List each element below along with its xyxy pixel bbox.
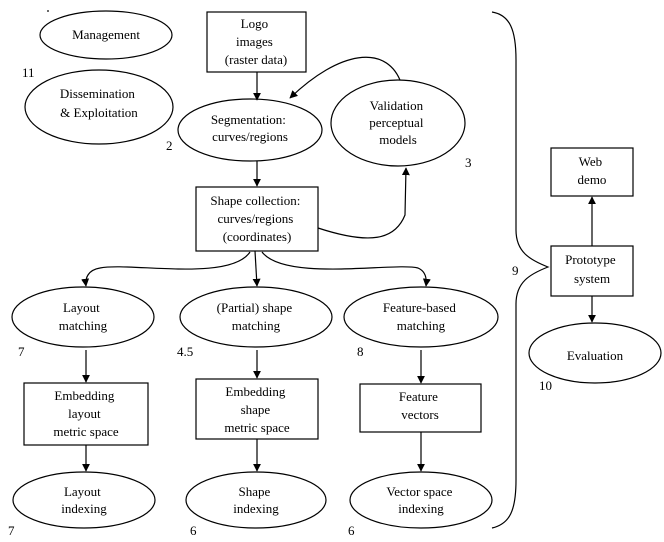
web-demo-box: Web demo [550, 147, 634, 197]
validation-node: Validation perceptual models [330, 79, 466, 167]
wp-number-7-layout: 7 [18, 344, 25, 359]
feature-matching-node: Feature-based matching [343, 286, 499, 348]
wp-number-4-5: 4.5 [177, 344, 193, 359]
feature-vectors-label: Feature vectors [399, 389, 441, 422]
layout-indexing-node: Layout indexing [12, 471, 156, 529]
wp-number-6-shape: 6 [190, 523, 197, 538]
partial-shape-matching-label: (Partial) shape matching [217, 300, 296, 333]
partial-shape-matching-node: (Partial) shape matching [179, 286, 333, 348]
wp-number-11: 11 [22, 65, 35, 80]
vector-space-indexing-node: Vector space indexing [349, 471, 493, 529]
workflow-brace [491, 11, 550, 529]
segmentation-label: Segmentation: curves/regions [211, 112, 289, 144]
shape-collection-label: Shape collection: curves/regions (coordi… [210, 193, 303, 244]
layout-matching-label: Layout matching [59, 300, 108, 333]
edge-shape-collection-to-partial-matching [252, 250, 261, 287]
wp-number-10: 10 [539, 378, 552, 393]
web-demo-label: Web demo [578, 154, 607, 187]
layout-matching-node: Layout matching [11, 286, 155, 348]
wp-number-6-vector: 6 [348, 523, 355, 538]
edge-validation-to-segmentation [289, 56, 401, 99]
feature-vectors-box: Feature vectors [359, 383, 482, 433]
embedding-shape-label: Embedding shape metric space [224, 384, 290, 435]
prototype-system-box: Prototype system [550, 245, 634, 297]
prototype-system-label: Prototype system [565, 252, 619, 286]
validation-label: Validation perceptual models [369, 98, 426, 147]
vector-space-indexing-label: Vector space indexing [386, 484, 455, 516]
evaluation-label: Evaluation [567, 348, 624, 363]
edge-shape-collection-to-layout-matching [81, 251, 251, 287]
wp-number-8: 8 [357, 344, 364, 359]
dissemination-node: Dissemination & Exploitation [24, 69, 174, 145]
evaluation-node: Evaluation [528, 322, 662, 384]
shape-collection-box: Shape collection: curves/regions (coordi… [195, 186, 319, 252]
edge-shape-collection-to-validation [317, 167, 410, 239]
embedding-layout-box: Embedding layout metric space [23, 382, 149, 446]
stray-dot [47, 10, 49, 12]
embedding-layout-label: Embedding layout metric space [53, 388, 119, 439]
wp-number-3: 3 [465, 155, 472, 170]
wp-number-2: 2 [166, 138, 173, 153]
logo-images-label: Logo images (raster data) [225, 16, 287, 67]
layout-indexing-label: Layout indexing [61, 484, 107, 516]
management-node: Management [39, 10, 173, 60]
dissemination-label: Dissemination & Exploitation [60, 86, 138, 120]
shape-indexing-node: Shape indexing [185, 471, 327, 529]
shape-indexing-label: Shape indexing [233, 484, 279, 516]
embedding-shape-box: Embedding shape metric space [195, 378, 319, 440]
segmentation-node: Segmentation: curves/regions [177, 98, 323, 162]
feature-matching-label: Feature-based matching [383, 300, 459, 333]
edge-shape-collection-to-feature-matching [261, 251, 431, 287]
wp-number-7-indexing: 7 [8, 523, 15, 538]
management-label: Management [72, 27, 140, 42]
logo-images-box: Logo images (raster data) [206, 11, 307, 73]
wp-number-9: 9 [512, 263, 519, 278]
